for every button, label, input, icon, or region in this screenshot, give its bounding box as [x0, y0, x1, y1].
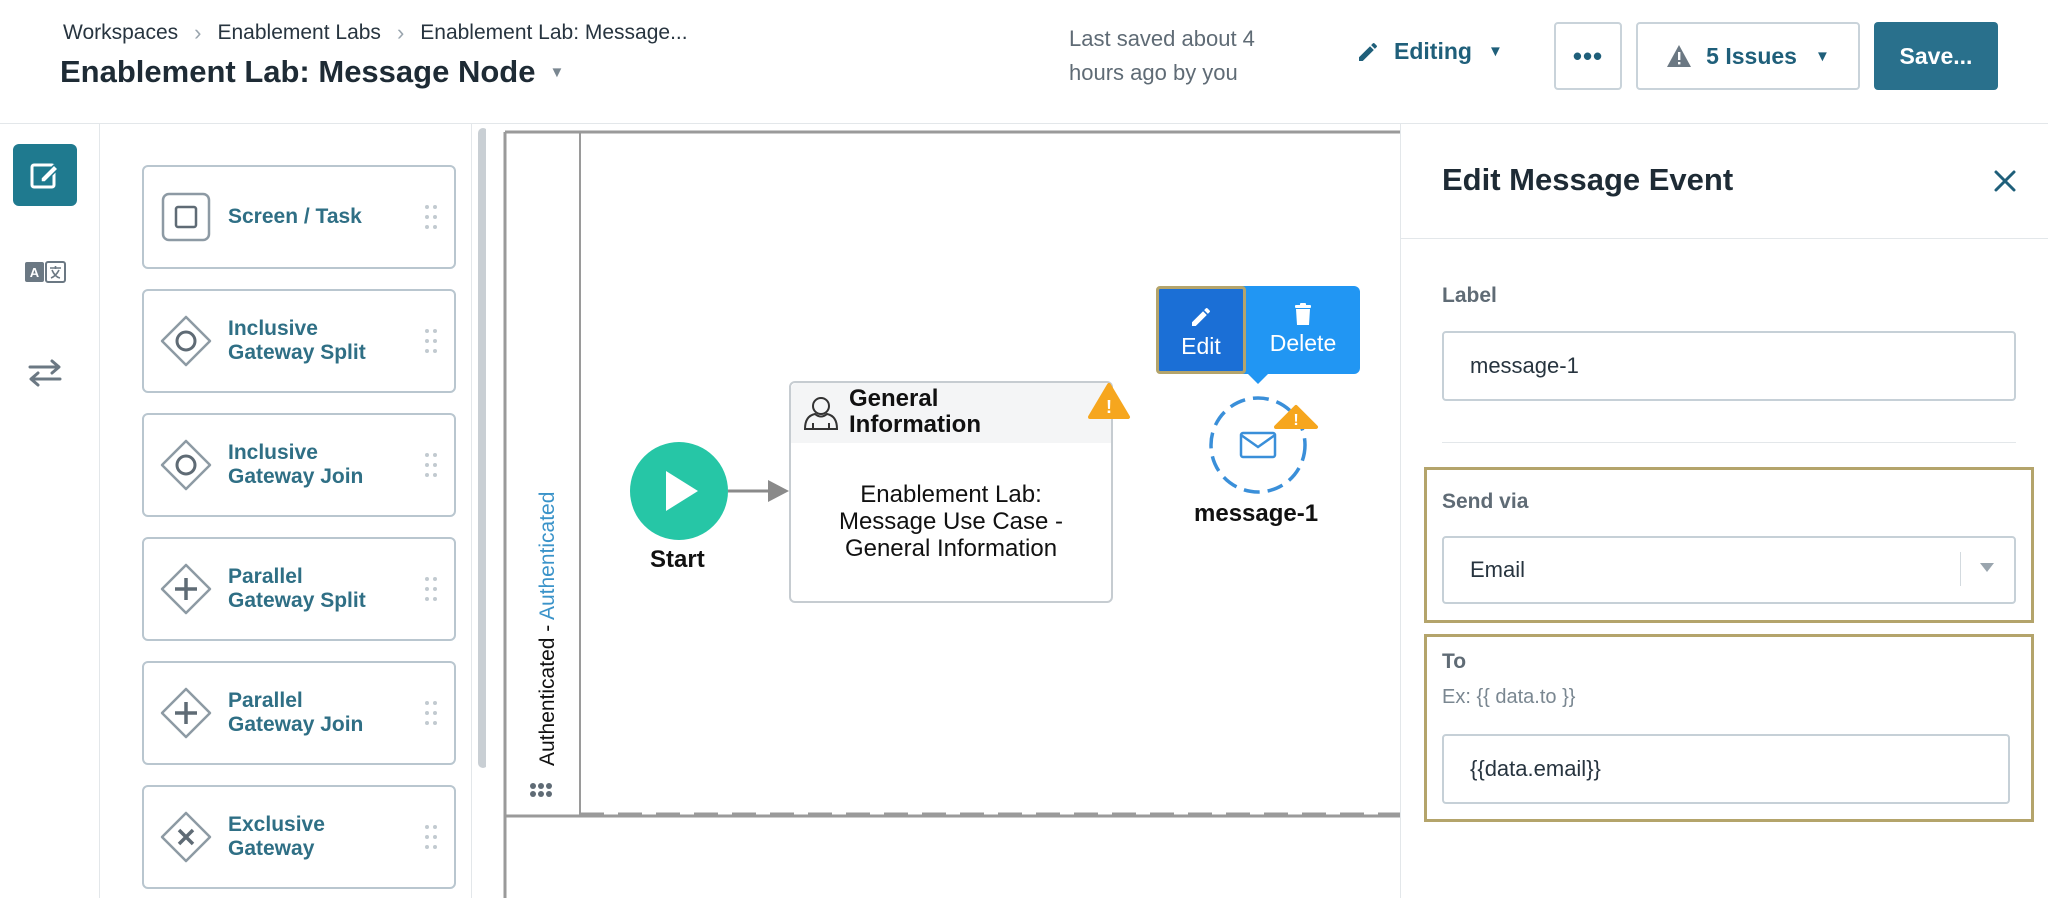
last-saved-line-1: Last saved about 4: [1069, 26, 1255, 51]
exclusive-gateway-icon: [160, 811, 212, 863]
panel-divider: [1400, 238, 2048, 239]
breadcrumb: Workspaces › Enablement Labs › Enablemen…: [63, 20, 688, 46]
play-icon: [666, 471, 698, 511]
label-input[interactable]: message-1: [1442, 331, 2016, 401]
palette-item-screen-task[interactable]: Screen / Task: [142, 165, 456, 269]
drag-handle-icon[interactable]: [424, 575, 438, 603]
section-divider: [1442, 442, 2016, 443]
send-via-select[interactable]: Email: [1442, 536, 2016, 604]
warning-icon: [1667, 45, 1692, 67]
close-icon[interactable]: [1990, 166, 2020, 196]
select-separator: [1960, 552, 1961, 586]
svg-text:!: !: [1293, 412, 1298, 429]
chevron-down-icon[interactable]: [1980, 563, 1994, 572]
drag-handle-icon[interactable]: [424, 451, 438, 479]
drag-handle-icon[interactable]: [424, 699, 438, 727]
palette-item-label: Parallel Gateway Join: [228, 689, 364, 736]
palette-item-label: Parallel Gateway Split: [228, 565, 366, 612]
edit-node-button[interactable]: Edit: [1156, 286, 1246, 374]
to-input[interactable]: {{data.email}}: [1442, 734, 2010, 804]
to-field-highlight: [1424, 634, 2034, 822]
swap-arrows-icon[interactable]: [26, 358, 64, 388]
message-node-label: message-1: [1194, 500, 1319, 527]
popover-arrow: [1246, 372, 1270, 384]
inclusive-gateway-icon: [160, 439, 212, 491]
issues-button[interactable]: 5 Issues ▼: [1636, 22, 1860, 90]
task-node-header: General Information !: [791, 383, 1130, 443]
svg-text:A: A: [30, 265, 40, 280]
delete-node-button[interactable]: Delete: [1246, 286, 1360, 374]
palette-item-label: Screen / Task: [228, 205, 362, 228]
breadcrumb-enablement-labs[interactable]: Enablement Labs: [217, 21, 381, 44]
palette-item-exclusive-gateway[interactable]: Exclusive Gateway: [142, 785, 456, 889]
lane-grip-icon: [530, 783, 552, 797]
caret-down-icon: ▼: [1487, 43, 1503, 60]
breadcrumb-current[interactable]: Enablement Lab: Message...: [420, 21, 688, 44]
page-title-text: Enablement Lab: Message Node: [60, 54, 536, 89]
save-button[interactable]: Save...: [1874, 22, 1998, 90]
caret-down-icon: ▼: [1814, 47, 1830, 65]
save-label: Save...: [1899, 42, 1973, 69]
palette-item-label: Inclusive Gateway Join: [228, 441, 364, 488]
task-node-body: Enablement Lab: Message Use Case - Gener…: [838, 481, 1064, 562]
app-header: Workspaces › Enablement Labs › Enablemen…: [0, 0, 2048, 124]
start-label: Start: [650, 546, 705, 573]
palette-item-label: Exclusive Gateway: [228, 813, 325, 860]
user-task-icon: [803, 397, 839, 430]
palette-scrollbar[interactable]: [478, 128, 488, 768]
breadcrumb-workspaces[interactable]: Workspaces: [63, 21, 179, 44]
last-saved-line-2: hours ago by you: [1069, 60, 1238, 85]
process-canvas[interactable]: !: [486, 124, 1400, 898]
label-field-label: Label: [1442, 284, 1497, 307]
translate-icon: A: [25, 261, 66, 283]
edit-icon: [30, 163, 60, 189]
task-node-general-information[interactable]: General Information ! Enablement Lab: Me…: [789, 381, 1130, 603]
send-via-field-label: Send via: [1442, 490, 1529, 513]
drag-handle-icon[interactable]: [424, 203, 438, 231]
lane-label[interactable]: Authenticated - Authenticated: [536, 491, 559, 766]
to-field-label: To: [1442, 650, 1467, 673]
drag-handle-icon[interactable]: [424, 823, 438, 851]
canvas-drawing: !: [503, 130, 1400, 898]
task-warning-icon[interactable]: !: [1087, 381, 1131, 421]
panel-title: Edit Message Event: [1442, 162, 1734, 197]
task-node-title: General Information: [849, 385, 981, 438]
ellipsis-icon: •••: [1572, 40, 1604, 71]
pencil-icon: [1192, 307, 1211, 326]
inclusive-gateway-icon: [160, 315, 212, 367]
pencil-icon: [1359, 42, 1378, 61]
rail-translate-button[interactable]: A: [24, 260, 66, 284]
message-warning-icon: [1274, 405, 1318, 429]
caret-down-icon[interactable]: ▼: [549, 63, 565, 81]
editing-mode-dropdown[interactable]: Editing ▼: [1356, 38, 1503, 65]
palette-item-parallel-gateway-join[interactable]: Parallel Gateway Join: [142, 661, 456, 765]
task-square-icon: [161, 192, 211, 242]
rail-edit-button[interactable]: [13, 144, 77, 206]
editing-label: Editing: [1394, 38, 1472, 64]
parallel-gateway-icon: [160, 563, 212, 615]
more-options-button[interactable]: •••: [1554, 22, 1622, 90]
chevron-right-icon: ›: [396, 20, 405, 45]
svg-text:!: !: [1106, 397, 1112, 417]
arrowhead: [768, 480, 789, 502]
parallel-gateway-icon: [160, 687, 212, 739]
last-saved-status: Last saved about 4 hours ago by you: [1069, 22, 1299, 90]
palette-item-label: Inclusive Gateway Split: [228, 317, 366, 364]
issues-label: 5 Issues: [1706, 42, 1797, 69]
pool-border: [503, 130, 1400, 898]
trash-icon: [1295, 303, 1311, 325]
palette-item-inclusive-gateway-split[interactable]: Inclusive Gateway Split: [142, 289, 456, 393]
drag-handle-icon[interactable]: [424, 327, 438, 355]
to-field-hint: Ex: {{ data.to }}: [1442, 686, 1576, 708]
left-icon-rail: A: [0, 124, 100, 898]
send-via-highlight: [1424, 467, 2034, 623]
palette-item-parallel-gateway-split[interactable]: Parallel Gateway Split: [142, 537, 456, 641]
envelope-icon: [1239, 431, 1277, 459]
page-title[interactable]: Enablement Lab: Message Node ▼: [60, 54, 564, 90]
palette-item-inclusive-gateway-join[interactable]: Inclusive Gateway Join: [142, 413, 456, 517]
chevron-right-icon: ›: [194, 20, 202, 45]
